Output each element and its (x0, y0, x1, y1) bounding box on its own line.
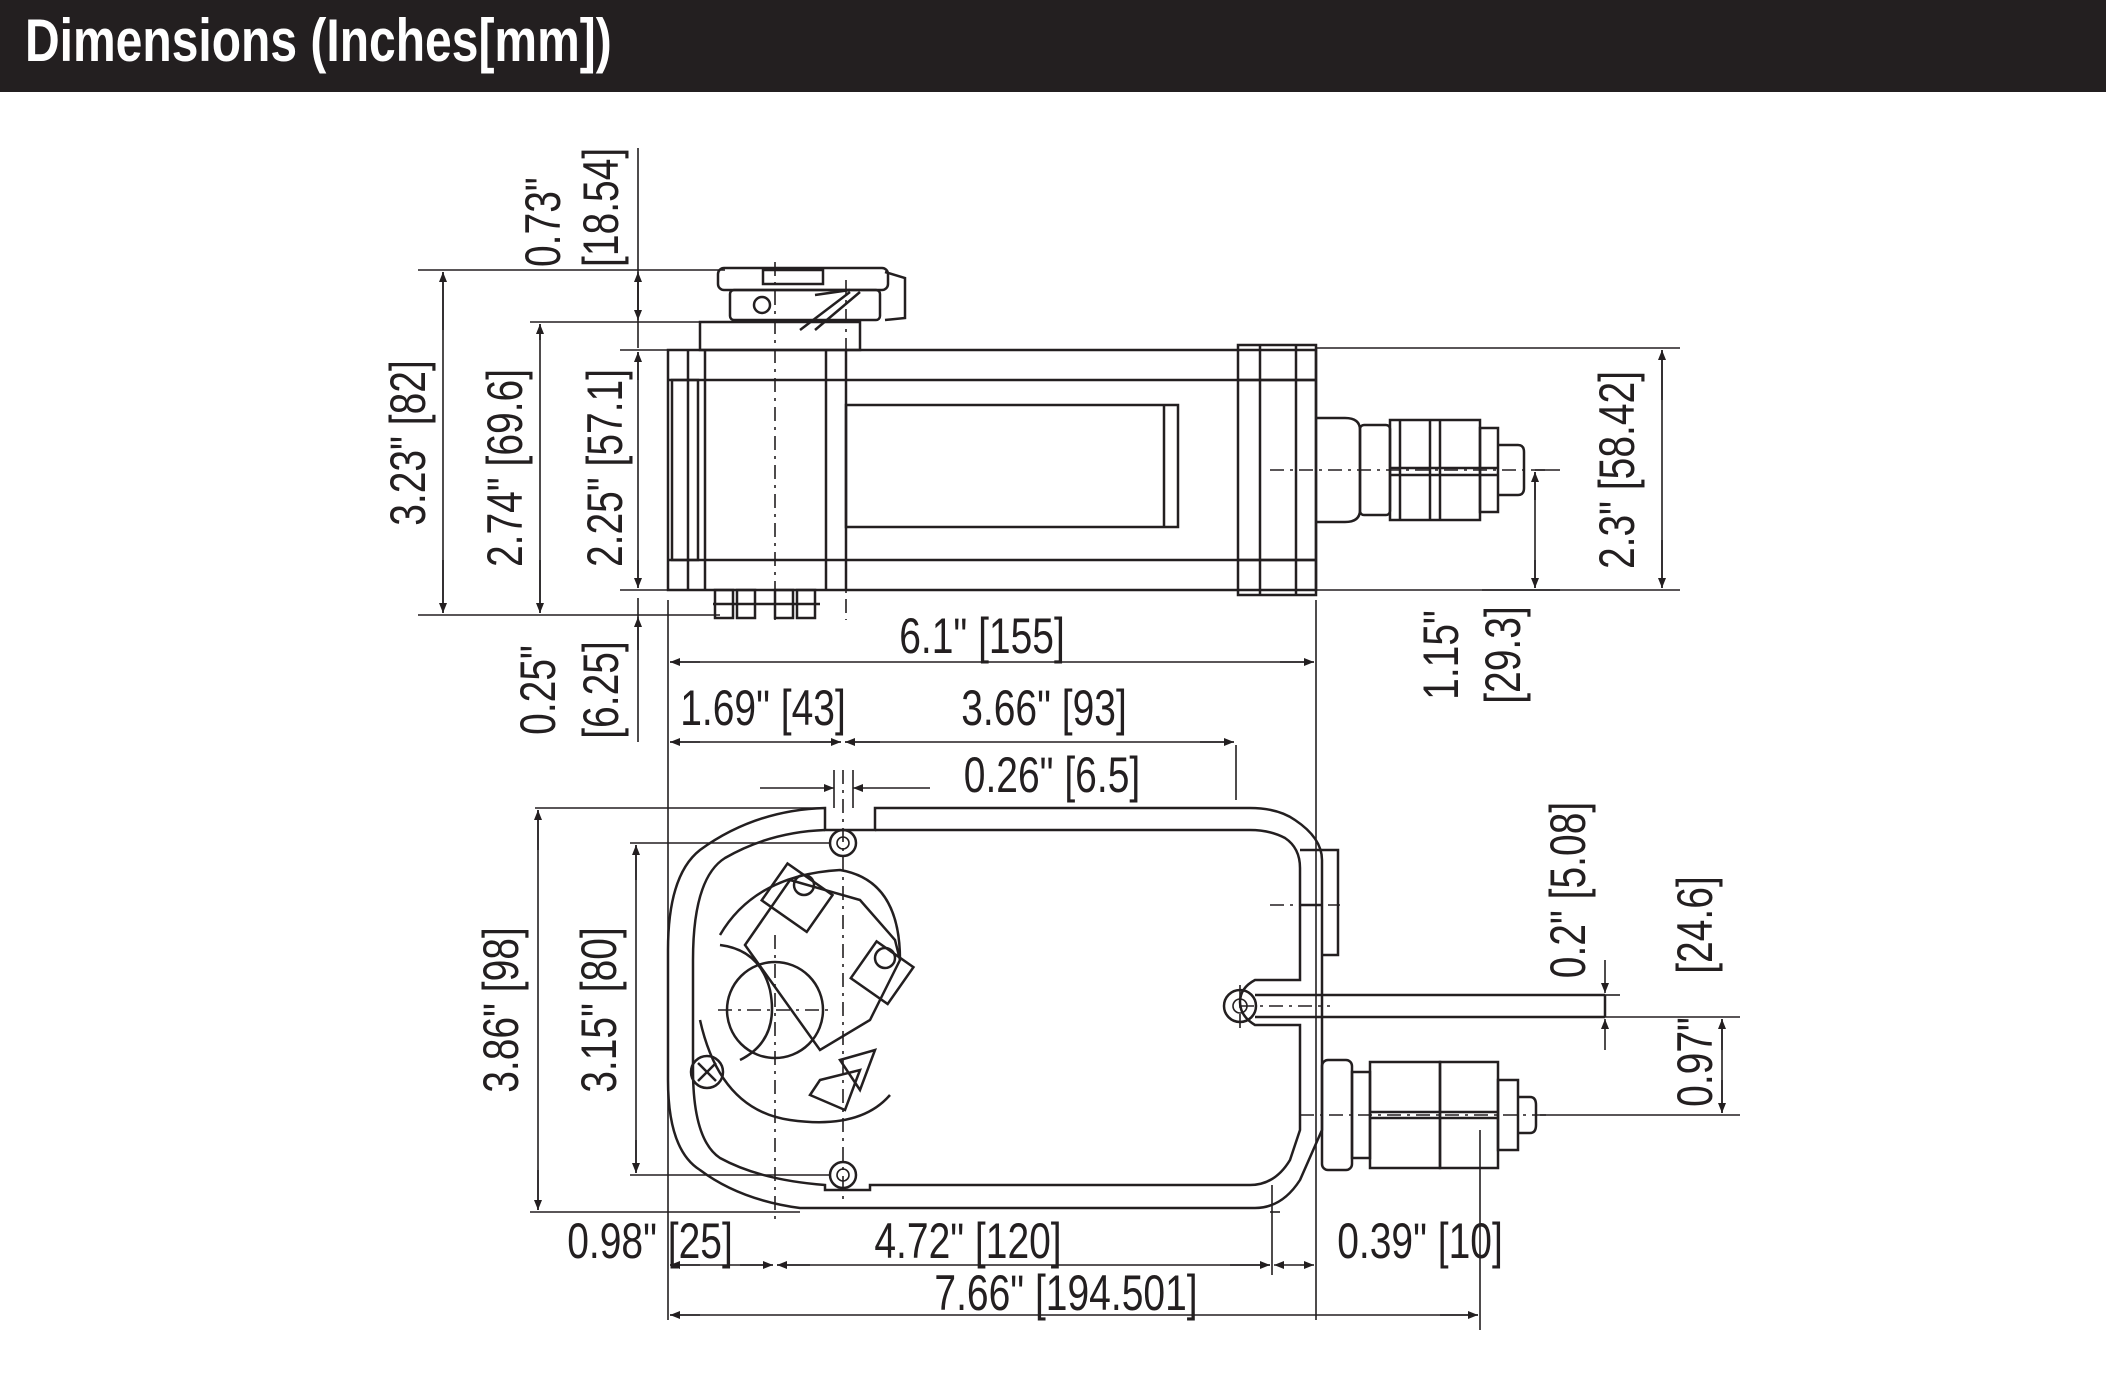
dim-label-6-1-in: 6.1" [155] (899, 607, 1065, 664)
side-view-centerlines (774, 262, 1548, 620)
dim-label-0-26-in: 0.26" [6.5] (964, 746, 1140, 803)
dim-label-0-25-in: 0.25" (509, 645, 566, 735)
title-bar: Dimensions (Inches[mm]) (0, 0, 2106, 92)
dim-label-2-74-in: 2.74" [69.6] (476, 369, 533, 567)
plan-view-centerlines (718, 770, 1548, 1225)
dim-label-3-66-in: 3.66" [93] (961, 679, 1127, 736)
dim-label-3-23-in: 3.23" [82] (379, 360, 436, 526)
side-view-outline (666, 266, 1526, 620)
dim-label-1-69-in: 1.69" [43] (680, 679, 846, 736)
dim-label-3-86-in: 3.86" [98] (472, 927, 529, 1093)
dim-label-0-2-in: 0.2" [5.08] (1539, 802, 1596, 978)
plan-view-outline (666, 806, 1607, 1210)
dim-label-2-25-in: 2.25" [57.1] (576, 369, 633, 567)
dim-label-24-6-mm: [24.6] (1666, 876, 1723, 974)
dim-label-0-98-in: 0.98" [25] (567, 1212, 733, 1269)
dim-label-7-66-in: 7.66" [194.501] (934, 1264, 1197, 1321)
dim-label-0-97-in: 0.97" (1666, 1017, 1723, 1107)
dim-label-0-73-in: 0.73" (514, 177, 571, 267)
dim-label-18-54-mm: [18.54] (572, 148, 629, 267)
dim-label-29-3-mm: [29.3] (1474, 606, 1531, 704)
dim-label-1-15-in: 1.15" (1412, 610, 1469, 700)
page-title: Dimensions (Inches[mm]) (25, 7, 612, 74)
dim-label-3-15-in: 3.15" [80] (570, 927, 627, 1093)
dim-label-0-39-in: 0.39" [10] (1337, 1212, 1503, 1269)
dim-label-6-25-mm: [6.25] (572, 641, 629, 739)
dim-label-4-72-in: 4.72" [120] (874, 1212, 1061, 1269)
dimension-lines (439, 272, 1726, 1319)
dim-label-2-3-in: 2.3" [58.42] (1588, 371, 1645, 569)
